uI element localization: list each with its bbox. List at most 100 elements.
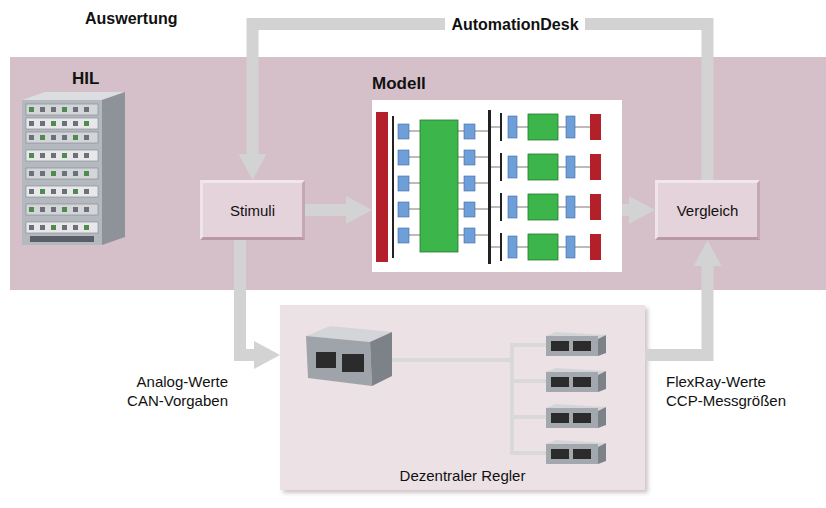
ecu-small-connector [551, 341, 569, 351]
bus-wire [392, 358, 512, 362]
bus-wire [512, 379, 546, 383]
ecu-small [546, 336, 598, 356]
bus-wire [510, 343, 514, 455]
rack-module [29, 135, 34, 140]
rack-module [84, 153, 89, 158]
ecu-small [546, 408, 598, 428]
model-wire [517, 247, 528, 248]
rack-module [40, 135, 45, 140]
ecu-small-connector [573, 377, 591, 387]
rack-module [84, 225, 89, 230]
model-wire [475, 183, 488, 184]
compare-box: Vergleich [655, 180, 760, 240]
model-bus [392, 116, 394, 258]
model-wire [491, 247, 500, 248]
model-wire [491, 127, 500, 128]
rack-panel [26, 222, 98, 233]
ecu-small-connector [551, 449, 569, 459]
model-block [398, 150, 409, 165]
rack-module [40, 207, 45, 212]
model-block [566, 236, 575, 258]
model-subsystem [420, 120, 458, 252]
rack-module [40, 121, 45, 126]
rack-module [51, 225, 56, 230]
bus-wire [512, 343, 546, 347]
rack-side [102, 92, 125, 245]
rack-base [30, 236, 94, 242]
model-block [398, 202, 409, 217]
rack-module [84, 207, 89, 212]
stimuli-box: Stimuli [200, 180, 305, 240]
rack-module [40, 225, 45, 230]
model-inport [376, 112, 388, 262]
rack-panel [26, 104, 98, 115]
model-block [566, 196, 575, 218]
rack-module [40, 189, 45, 194]
model-box: Modell [372, 100, 622, 272]
rack-module [84, 121, 89, 126]
model-wire [558, 127, 566, 128]
model-bus [500, 113, 502, 141]
model-wire [475, 157, 488, 158]
rack-panel [26, 204, 98, 215]
rack-module [40, 107, 45, 112]
rack-module [62, 121, 67, 126]
rack-module [29, 207, 34, 212]
model-outport [590, 114, 601, 140]
model-outport [590, 234, 601, 260]
rack-module [73, 121, 78, 126]
node-label: Dezentraler Regler [280, 467, 645, 484]
ecu-side [370, 332, 392, 386]
rack-module [84, 189, 89, 194]
ecu-small-connector [573, 341, 591, 351]
ecu-small-side [598, 443, 606, 464]
rack-module [62, 189, 67, 194]
model-wire [575, 207, 590, 208]
model-wire [458, 131, 464, 132]
rack-module [62, 135, 67, 140]
model-wire [558, 247, 566, 248]
rack-module [51, 135, 56, 140]
model-wire [491, 207, 500, 208]
model-block [508, 116, 517, 138]
model-block [464, 202, 475, 217]
bus-wire [512, 451, 546, 455]
model-wire [575, 127, 590, 128]
model-block [566, 156, 575, 178]
bus-wire [512, 415, 546, 419]
flow-arrow [305, 204, 350, 216]
rack-module [29, 107, 34, 112]
model-wire [475, 235, 488, 236]
section-label: Auswertung [85, 10, 177, 28]
rack-module [51, 121, 56, 126]
rack-module [62, 153, 67, 158]
rack-module [73, 135, 78, 140]
model-block [464, 124, 475, 139]
model-block [464, 228, 475, 243]
model-subsystem [528, 194, 558, 220]
rack-module [29, 121, 34, 126]
rack-module [29, 189, 34, 194]
model-wire [517, 207, 528, 208]
rack-module [51, 107, 56, 112]
node-heading: Modell [372, 74, 426, 94]
rack-module [62, 225, 67, 230]
model-block [398, 124, 409, 139]
rack-module [51, 171, 56, 176]
node-label: Vergleich [677, 202, 739, 219]
model-wire [458, 183, 464, 184]
model-outport [590, 194, 601, 220]
model-wire [475, 131, 488, 132]
model-bus [500, 233, 502, 261]
ecu-connector [316, 352, 336, 368]
model-bus [488, 110, 491, 264]
model-wire [458, 209, 464, 210]
model-wire [575, 247, 590, 248]
flow-arrow [645, 262, 708, 355]
model-block [508, 236, 517, 258]
flow-arrow [622, 204, 633, 216]
model-block [464, 150, 475, 165]
node-heading: HIL [72, 69, 99, 89]
model-wire [558, 167, 566, 168]
ecu-small-connector [551, 377, 569, 387]
